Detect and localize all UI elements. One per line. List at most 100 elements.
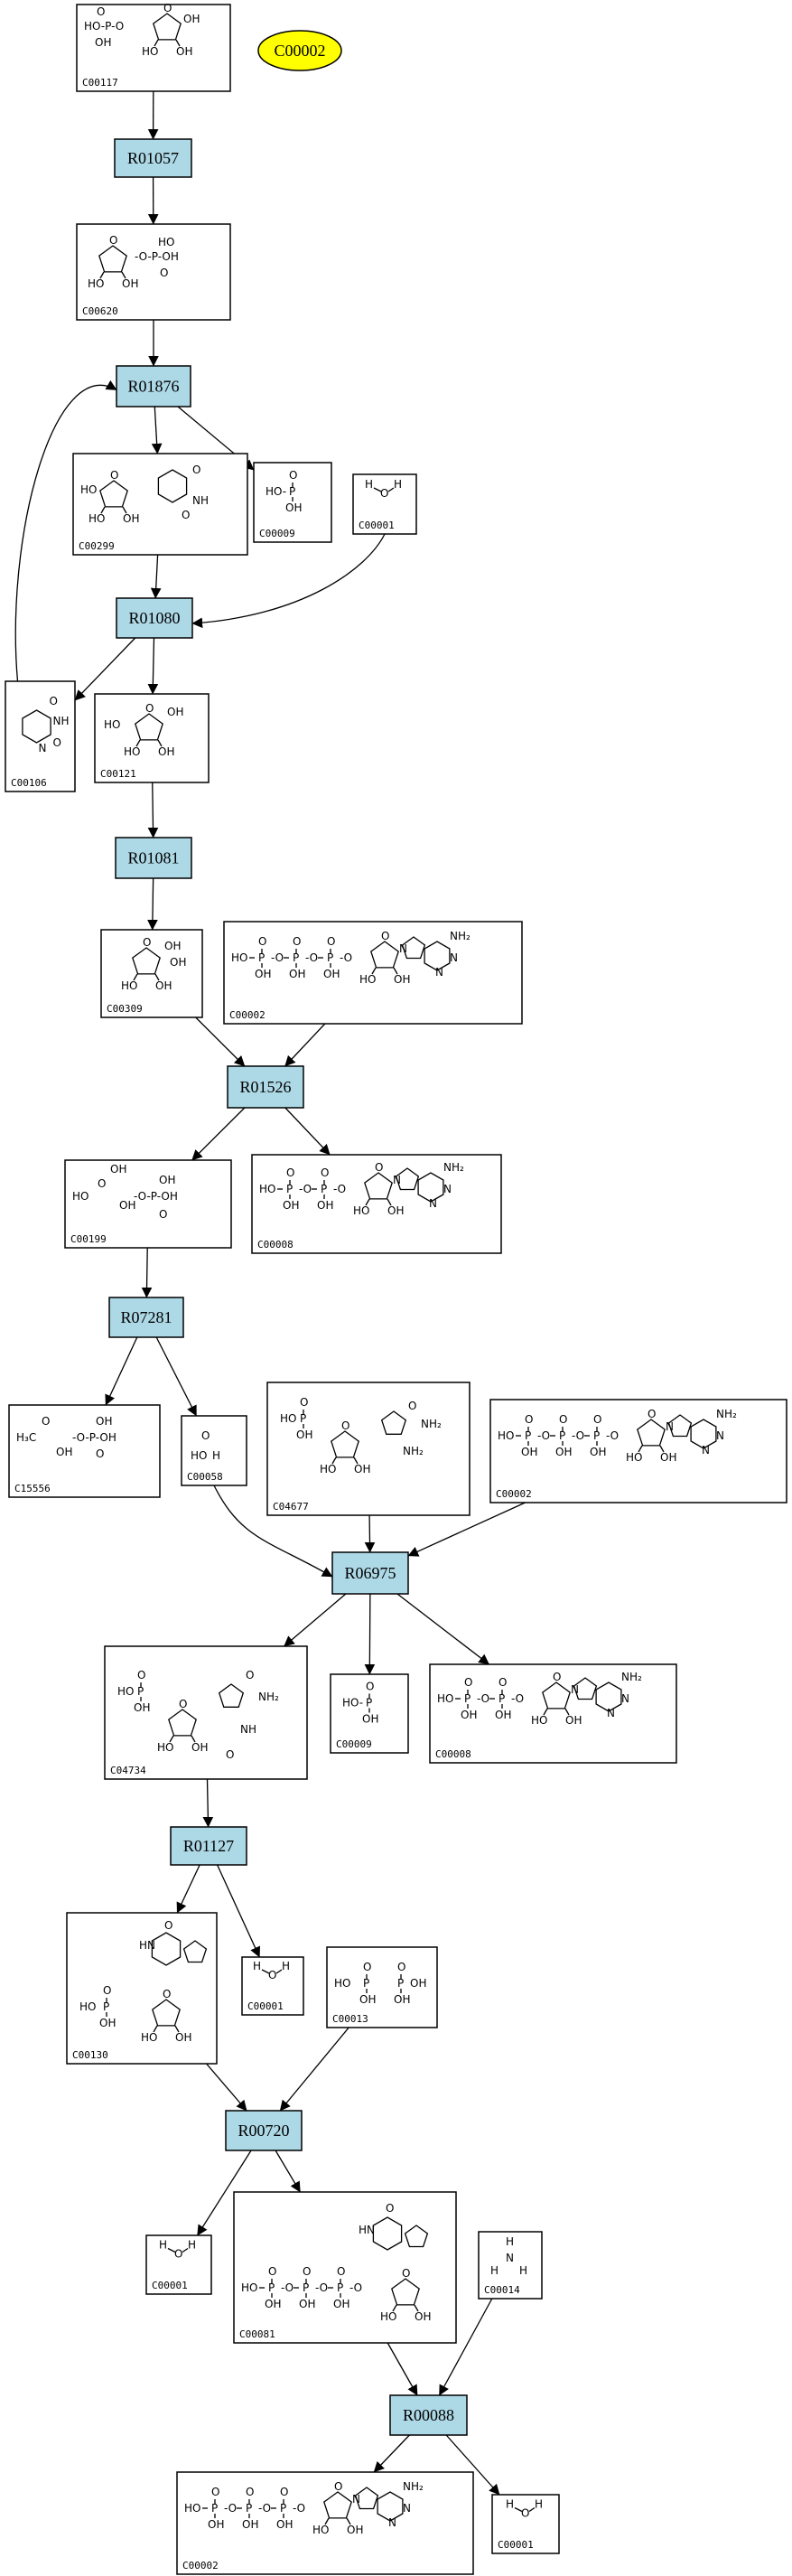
reaction-node-r07281[interactable]: R07281 — [108, 1297, 184, 1338]
svg-text:HO: HO — [359, 973, 376, 986]
reaction-node-r01127[interactable]: R01127 — [170, 1826, 247, 1866]
svg-text:OH: OH — [276, 2518, 293, 2531]
svg-text:O: O — [160, 267, 168, 279]
svg-text:OH: OH — [170, 956, 186, 969]
edge-r9-c23 — [275, 2150, 301, 2193]
svg-text:HO: HO — [141, 2031, 157, 2044]
edge-c6-r2 — [14, 379, 117, 682]
compound-box — [76, 4, 231, 92]
reaction-node-r01080[interactable]: R01080 — [116, 597, 193, 639]
svg-text:P: P — [525, 1429, 531, 1442]
svg-text:OH: OH — [296, 1429, 312, 1441]
svg-text:-O-P-OH: -O-P-OH — [72, 1431, 116, 1444]
reaction-label: R00720 — [238, 2122, 289, 2140]
svg-text:OH: OH — [191, 1741, 208, 1754]
edge-r9-c22 — [197, 2150, 252, 2236]
edge-r7-c16 — [284, 1593, 347, 1647]
edge-layer — [14, 90, 526, 2496]
svg-text:P: P — [464, 1692, 471, 1705]
svg-text:O: O — [521, 2507, 529, 2520]
reaction-node-r01876[interactable]: R01876 — [116, 365, 191, 407]
reaction-node-r01081[interactable]: R01081 — [115, 837, 192, 879]
svg-text:O: O — [163, 1988, 171, 2000]
edge-c13-r7 — [213, 1485, 333, 1578]
svg-text:N: N — [429, 1197, 437, 1210]
compound-id-label: C00001 — [498, 2539, 534, 2551]
svg-text:N: N — [506, 2252, 514, 2264]
svg-text:-O: -O — [224, 2502, 237, 2515]
svg-text:O: O — [145, 702, 154, 715]
svg-text:OH: OH — [285, 501, 302, 514]
svg-text:-O: -O — [477, 1692, 489, 1705]
reaction-box — [116, 597, 193, 639]
reaction-node-r01057[interactable]: R01057 — [114, 138, 192, 178]
compound-id-label: C00001 — [247, 2000, 284, 2012]
svg-text:N: N — [388, 2516, 396, 2529]
svg-text:P: P — [366, 1697, 372, 1710]
svg-text:H: H — [490, 2264, 498, 2277]
svg-text:NH₂: NH₂ — [403, 1445, 424, 1457]
svg-text:O: O — [164, 1919, 172, 1932]
highlight-badge[interactable]: C00002 — [257, 30, 342, 71]
svg-text:-O: -O — [349, 2281, 362, 2294]
reaction-node-r06975[interactable]: R06975 — [331, 1551, 409, 1595]
compound-id-label: C00299 — [79, 540, 115, 552]
compound-box — [326, 1946, 438, 2028]
reaction-node-r00088[interactable]: R00088 — [389, 2394, 468, 2436]
node-layer: C00002R01057R01876R01080R01081R01526R072… — [5, 2, 787, 2575]
svg-text:-O: -O — [333, 1183, 346, 1195]
svg-text:OH: OH — [134, 1701, 150, 1714]
svg-text:O: O — [648, 1408, 656, 1420]
compound-box — [478, 2231, 543, 2300]
svg-text:O: O — [192, 464, 200, 476]
svg-text:NH₂: NH₂ — [621, 1671, 642, 1683]
reaction-label: R01057 — [127, 149, 179, 167]
edge-r5-c10 — [191, 1107, 246, 1161]
svg-text:N: N — [716, 1429, 724, 1442]
reaction-node-r00720[interactable]: R00720 — [225, 2110, 303, 2151]
edge-c10-r6 — [141, 1247, 153, 1298]
edge-c14-r7 — [364, 1514, 376, 1553]
svg-text:HO: HO — [353, 1204, 369, 1217]
svg-text:OH: OH — [183, 13, 200, 25]
svg-text:OH: OH — [394, 973, 410, 986]
svg-text:N: N — [352, 2493, 360, 2506]
reaction-node-r01526[interactable]: R01526 — [227, 1065, 304, 1109]
compound-box — [94, 693, 210, 783]
svg-text:O: O — [375, 1161, 383, 1174]
